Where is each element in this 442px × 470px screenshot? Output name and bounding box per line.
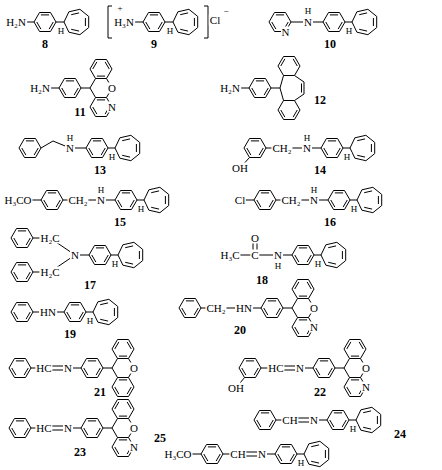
atom-label: N [96, 195, 106, 206]
compound-number: 14 [313, 164, 327, 176]
atom-label: N [129, 442, 139, 453]
atom-label: H [297, 459, 306, 468]
atom-label: CH₂ [205, 303, 226, 314]
atom-label: H [345, 27, 354, 36]
atom-label: + [116, 4, 123, 13]
atom-label: H [343, 153, 352, 162]
atom-label: H₃N [113, 17, 135, 28]
atom-label: H [274, 262, 283, 271]
atom-label: N [303, 17, 313, 28]
atom-label: N [65, 143, 75, 154]
atom-label: O [361, 363, 371, 374]
atom-label: N [257, 449, 267, 460]
atom-label: H₃CO [163, 449, 192, 460]
atom-label: CH₂ [280, 195, 301, 206]
atom-label: Cl [234, 195, 246, 206]
compound-number: 19 [63, 328, 77, 340]
atom-label: H [314, 260, 323, 269]
atom-label: H₃C [219, 250, 240, 261]
atom-label: H [97, 186, 106, 195]
atom-label: H₂C [39, 233, 60, 244]
atom-label: N [107, 102, 117, 113]
atom-label: − [222, 7, 229, 16]
bond-lines [16, 6, 352, 38]
atom-label: O [309, 303, 319, 314]
atom-label: H [166, 27, 175, 36]
compound-number: 8 [41, 38, 49, 50]
atom-label: C [250, 250, 259, 261]
atom-label: HN [235, 303, 253, 314]
atom-label: N [361, 382, 371, 393]
atom-label: OH [227, 383, 245, 394]
compound-number: 18 [255, 274, 269, 286]
atom-label: H₃CO [3, 195, 32, 206]
atom-label: HC [35, 363, 52, 374]
atom-label: CH [281, 415, 298, 426]
atom-label: H₂N [5, 17, 27, 28]
atom-label: N [70, 250, 80, 261]
atom-label: CH₂ [271, 143, 292, 154]
compound-number: 12 [313, 94, 327, 106]
atom-label: N [63, 423, 73, 434]
atom-label: N [295, 363, 305, 374]
atom-label: O [107, 83, 117, 94]
atom-label: H [304, 7, 313, 16]
atom-label: N [281, 26, 291, 37]
atom-label: H₂N [219, 83, 241, 94]
compound-number: 9 [150, 38, 158, 50]
benzene-rings [9, 13, 350, 464]
compound-number: 22 [313, 386, 327, 398]
atom-label: H [303, 134, 312, 143]
tricyclic-rings [90, 57, 366, 457]
compound-number: 25 [153, 432, 167, 444]
compound-number: 17 [83, 279, 97, 291]
atom-label: Cl [209, 15, 221, 26]
bond-lines [40, 88, 280, 89]
atom-label: H [57, 27, 66, 36]
atom-label: H [86, 317, 95, 326]
bond-lines [33, 238, 321, 272]
compound-number: 15 [113, 216, 127, 228]
atom-label: N [302, 143, 312, 154]
atom-label: CH [229, 449, 246, 460]
atom-label: N [273, 250, 283, 261]
compound-number: 21 [93, 386, 107, 398]
atom-label: HC [267, 363, 284, 374]
atom-label: H [310, 186, 319, 195]
atom-label: H [349, 425, 358, 434]
atom-label: H [350, 205, 359, 214]
atom-label: CH₂ [67, 195, 88, 206]
atom-label: H [137, 205, 146, 214]
atom-label: HC [35, 423, 52, 434]
atom-label: H₂C [39, 267, 60, 278]
compound-number: 20 [233, 324, 247, 336]
compound-number: 10 [323, 38, 337, 50]
atom-label: N [309, 415, 319, 426]
atom-label: N [63, 363, 73, 374]
atom-label: N [309, 195, 319, 206]
atom-label: O [129, 363, 139, 374]
atom-label: O [129, 423, 139, 434]
atom-label: H [108, 153, 117, 162]
compound-number: 16 [323, 216, 337, 228]
atom-label: HN [39, 307, 57, 318]
compound-number: 23 [73, 446, 87, 458]
atom-label: H [111, 260, 120, 269]
atom-label: N [309, 322, 319, 333]
cycloheptatriene-rings [64, 9, 382, 466]
atom-label: O [250, 233, 260, 244]
atom-label: OH [231, 163, 249, 174]
bond-lines [33, 308, 292, 312]
compound-number: 13 [93, 164, 107, 176]
compound-number: 11 [73, 106, 86, 118]
compound-number: 24 [393, 428, 407, 440]
atom-label: H₂N [29, 83, 51, 94]
atom-label: H [66, 134, 75, 143]
